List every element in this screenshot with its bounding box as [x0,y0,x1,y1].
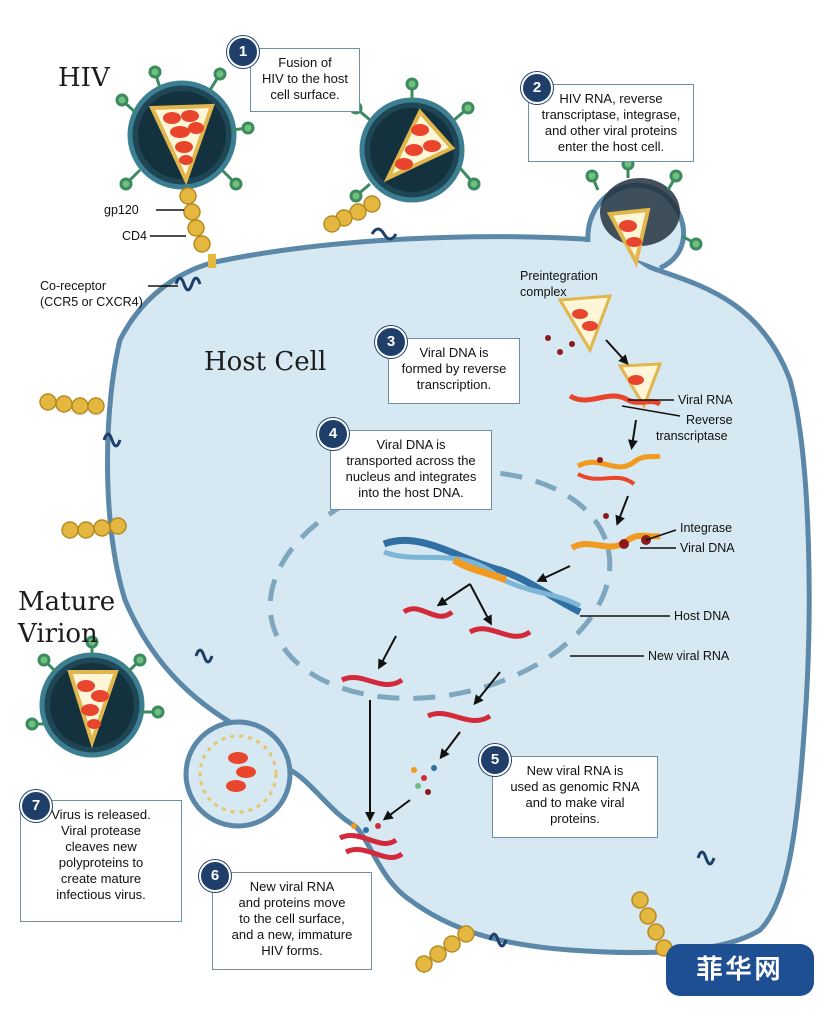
preintegration-label-line1: Preintegration [520,269,598,283]
process-arrows [365,339,638,822]
hiv-title: HIV [58,63,111,93]
viral-protein-dots [351,765,437,833]
hiv-virion-left [115,65,255,268]
reverse-transcriptase-label-line2: transcriptase [656,429,728,443]
step-1-box: Fusion of HIV to the host cell surface. [250,48,360,112]
mature-virion [25,635,165,758]
step-4-box: Viral DNA is transported across the nucl… [330,430,492,510]
viral-dna-label: Viral DNA [680,541,735,555]
mature-virion-title-line2: Virion [17,619,98,649]
hiv-virion-fusing [323,77,481,241]
host-cell-title: Host Cell [204,347,326,377]
label-leaders [148,209,681,657]
membrane-receptors [39,276,716,973]
budding-virion-contents [226,752,256,792]
host-dna-helix [382,536,582,616]
new-viral-rna-label: New viral RNA [648,649,730,663]
gp120-label: gp120 [104,203,139,217]
mature-virion-title-line1: Mature [18,587,115,617]
preintegration-label-line2: complex [520,285,567,299]
watermark-logo: 菲华网 [666,944,814,996]
step-5-box: New viral RNA is used as genomic RNA and… [492,756,658,838]
step-2-badge: 2 [521,72,553,104]
cd4-label: CD4 [122,229,147,243]
host-dna-label: Host DNA [674,609,730,623]
step-3-badge: 3 [375,326,407,358]
step-6-badge: 6 [199,860,231,892]
reverse-transcriptase-label-line1: Reverse [686,413,733,427]
step-7-box: Virus is released. Viral protease cleave… [20,800,182,922]
preintegration-complex [545,294,663,551]
coreceptor-label-line2: (CCR5 or CXCR4) [40,295,143,309]
new-viral-rna-strands [338,606,532,860]
step-4-badge: 4 [317,418,349,450]
viral-rna-label: Viral RNA [678,393,733,407]
step-5-badge: 5 [479,744,511,776]
step-7-badge: 7 [20,790,52,822]
step-1-badge: 1 [227,36,259,68]
step-2-box: HIV RNA, reverse transcriptase, integras… [528,84,694,162]
integrase-label: Integrase [680,521,732,535]
step-3-box: Viral DNA is formed by reverse transcrip… [388,338,520,404]
step-6-box: New viral RNA and proteins move to the c… [212,872,372,970]
coreceptor-label-line1: Co-receptor [40,279,106,293]
